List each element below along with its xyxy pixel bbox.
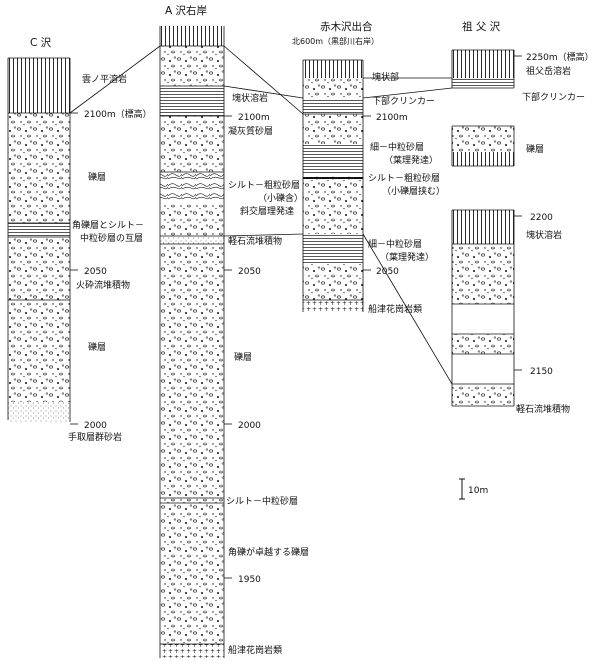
- label-akagi-lamina-2: （葉理発達）: [380, 251, 434, 263]
- label-akagi-clinker: 下部クリンカー: [372, 95, 435, 107]
- label-akagi-elev-2100: 2100m: [376, 113, 408, 123]
- label-akagi-silt-coarse: シルト－粗粒砂層: [368, 172, 440, 184]
- label-sofu-elev-2150: 2150: [530, 367, 553, 377]
- scale-bar: 10m: [459, 478, 488, 500]
- label-c-elev-2050: 2050: [84, 267, 107, 277]
- label-c-alt-2: 中粒砂層の互層: [80, 232, 143, 244]
- label-c-elev-2100: 2100m（標高）: [84, 108, 152, 120]
- label-sofu-gravel: 礫層: [526, 143, 544, 155]
- label-a-pumice: 軽石流堆積物: [228, 235, 282, 247]
- label-a-small-gravel: （小礫含）: [258, 192, 303, 204]
- label-akagi-lamina-1: （葉理発達）: [384, 154, 438, 166]
- label-a-tuff-sand: 凝灰質砂層: [228, 125, 273, 137]
- label-a-gravel: 礫層: [234, 351, 252, 363]
- label-a-elev-2050: 2050: [238, 267, 261, 277]
- label-c-gravel-1: 礫層: [88, 171, 106, 183]
- column-akagi-subtitle: 北600m（黒部川右岸）: [292, 36, 379, 46]
- label-c-elev-2000: 2000: [84, 421, 107, 431]
- label-c-tetori: 手取層群砂岩: [68, 431, 122, 443]
- column-c: C 沢 雲ノ平溶岩 2100m（標高） 礫層 角礫層とシルト－ 中粒砂層の互層 …: [7, 36, 152, 443]
- label-c-gravel-2: 礫層: [88, 341, 106, 353]
- column-akagi: 赤木沢出合 北600m（黒部川右岸） 塊状部 下部クリンカー 2100m 細－中…: [292, 20, 445, 315]
- scale-bar-label: 10m: [468, 486, 488, 496]
- label-a-cross-bedding: 斜交層理発達: [240, 205, 294, 217]
- column-akagi-title: 赤木沢出合: [320, 20, 373, 33]
- label-akagi-fine-medium-1: 細－中粒砂層: [370, 141, 424, 153]
- label-sofu-elev-2200: 2200: [530, 213, 553, 223]
- label-akagi-elev-2050: 2050: [376, 267, 399, 277]
- label-sofu-pumice: 軽石流堆積物: [516, 403, 570, 415]
- correlation-lines: [69, 45, 453, 385]
- label-a-angular-gravel: 角礫が卓越する礫層: [228, 546, 309, 558]
- label-a-elev-2000: 2000: [238, 421, 261, 431]
- label-a-elev-2100: 2100m: [238, 113, 270, 123]
- label-a-granite: 船津花崗岩類: [228, 644, 282, 656]
- label-a-silt-medium: シルト－中粒砂層: [226, 495, 298, 507]
- label-a-blocky-lava: 塊状溶岩: [232, 92, 268, 104]
- column-c-title: C 沢: [30, 36, 52, 49]
- column-sofu-title: 祖 父 沢: [462, 20, 501, 33]
- column-sofu: 祖 父 沢 2250m（標高） 祖父岳溶岩 下部クリンカー 礫層 2200 塊状: [451, 20, 594, 415]
- label-akagi-fine-medium-2: 細－中粒砂層: [368, 238, 422, 250]
- label-sofu-blocky-lava: 塊状溶岩: [526, 229, 562, 241]
- label-akagi-small-gravel-seam: （小礫層挟む）: [382, 185, 445, 197]
- label-sofu-clinker: 下部クリンカー: [522, 91, 585, 103]
- label-akagi-granite: 船津花崗岩類: [368, 303, 422, 315]
- label-c-alt-1: 角礫層とシルト－: [72, 219, 144, 231]
- label-sofu-lava: 祖父岳溶岩: [526, 65, 571, 77]
- label-sofu-elev-2250: 2250m（標高）: [526, 51, 594, 63]
- column-a-title: A 沢右岸: [165, 4, 207, 17]
- label-c-pyroclastic: 火砕流堆積物: [76, 279, 130, 291]
- column-a: A 沢右岸 塊状溶岩 2100m 凝灰質砂層 シルト－粗粒砂層 （小礫含） 斜交…: [159, 4, 309, 658]
- label-c-lava: 雲ノ平溶岩: [82, 73, 127, 85]
- label-a-silt-coarse: シルト－粗粒砂層: [228, 179, 300, 191]
- label-a-elev-1950: 1950: [238, 575, 261, 585]
- label-akagi-blocky: 塊状部: [372, 71, 399, 83]
